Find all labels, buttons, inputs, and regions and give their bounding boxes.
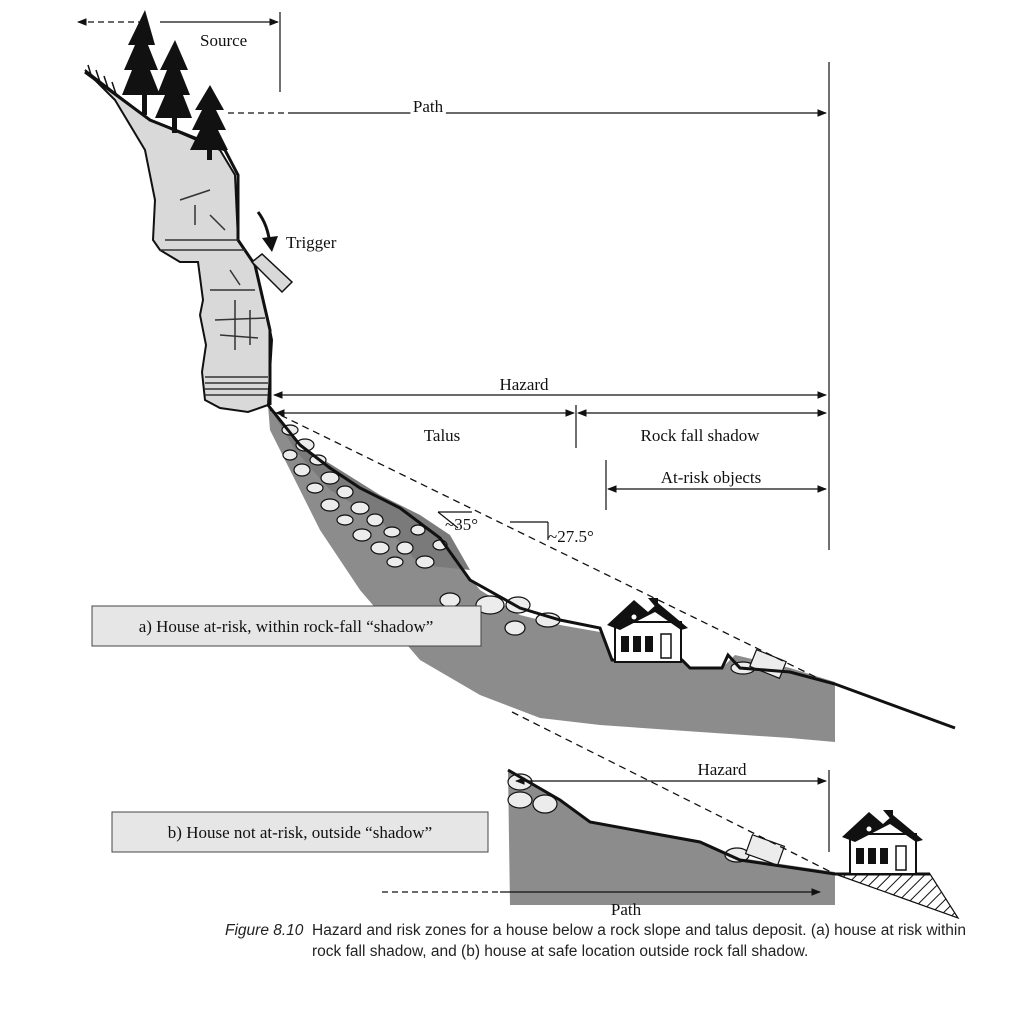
path-b-label: Path bbox=[611, 900, 642, 919]
caption-text-1: Hazard and risk zones for a house below … bbox=[312, 922, 966, 939]
falling-block bbox=[250, 253, 294, 294]
cliff-top-line bbox=[84, 70, 272, 405]
hatched-ground-b bbox=[834, 873, 960, 920]
diagram-a: ~35° ~27.5° Source Path Trigger Hazard T… bbox=[77, 10, 956, 742]
trigger-label: Trigger bbox=[286, 233, 337, 252]
angle-marker-35 bbox=[437, 511, 472, 529]
house-a bbox=[607, 598, 688, 663]
talus-label: Talus bbox=[424, 426, 461, 445]
tree-3 bbox=[190, 85, 228, 150]
caption-line-1: Figure 8.10 Hazard and risk zones for a … bbox=[225, 920, 966, 941]
top-ground-ticks bbox=[87, 64, 117, 95]
trees bbox=[122, 10, 228, 160]
cliff-face bbox=[84, 69, 274, 414]
rock-fall-shadow-label: Rock fall shadow bbox=[641, 426, 761, 445]
talus-slope-body bbox=[268, 405, 835, 742]
hazard-b-label: Hazard bbox=[697, 760, 747, 779]
angle-35-label: ~35° bbox=[445, 515, 478, 534]
diagram-b: Hazard Path b) House not at-risk, outsid… bbox=[111, 711, 960, 920]
house-b bbox=[842, 810, 923, 875]
path-label: Path bbox=[413, 97, 444, 116]
tree-1 bbox=[122, 10, 160, 95]
house-b-label: b) House not at-risk, outside “shadow” bbox=[168, 823, 432, 842]
shadow-line-b bbox=[511, 711, 836, 875]
ground-surface-a bbox=[266, 404, 956, 730]
tree-2 bbox=[155, 40, 192, 118]
at-risk-objects-label: At-risk objects bbox=[661, 468, 762, 487]
hazard-label: Hazard bbox=[499, 375, 549, 394]
house-a-label: a) House at-risk, within rock-fall “shad… bbox=[139, 617, 434, 636]
angle-27-5-label: ~27.5° bbox=[548, 527, 594, 546]
angle-marker-27-5 bbox=[510, 521, 549, 540]
shadow-line-27-5 bbox=[269, 409, 831, 685]
house-a-label-box bbox=[91, 605, 482, 647]
house-b-label-box bbox=[111, 811, 489, 853]
source-label: Source bbox=[200, 31, 247, 50]
figure-number: Figure 8.10 bbox=[225, 922, 304, 939]
caption-line-2: rock fall shadow, and (b) house at safe … bbox=[312, 943, 809, 960]
cliff-joints bbox=[160, 189, 268, 396]
